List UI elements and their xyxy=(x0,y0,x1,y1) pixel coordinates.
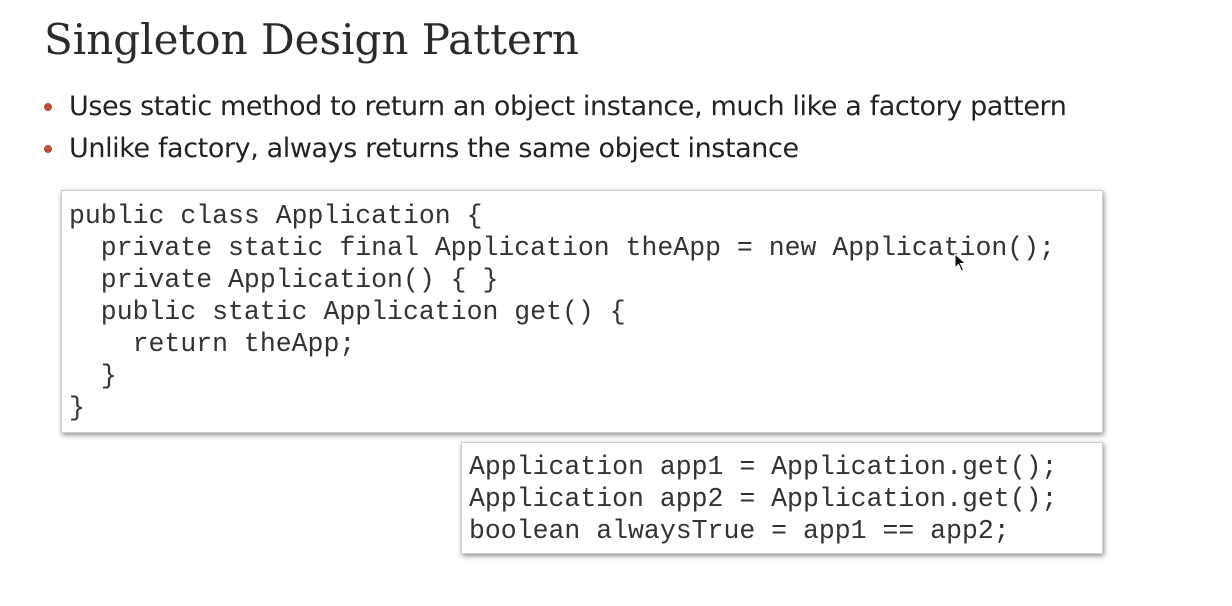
bullet-dot-icon xyxy=(44,103,52,111)
bullet-item: Unlike factory, always returns the same … xyxy=(44,128,1066,170)
code-line: public static Application get() { xyxy=(69,297,626,327)
bullet-text: Unlike factory, always returns the same … xyxy=(69,133,799,164)
mouse-pointer-icon xyxy=(954,253,967,272)
singleton-class-code-block: public class Application { private stati… xyxy=(61,190,1103,433)
slide-title: Singleton Design Pattern xyxy=(44,15,579,64)
bullet-item: Uses static method to return an object i… xyxy=(44,86,1067,128)
code-line: public class Application { xyxy=(69,201,483,231)
bullet-dot-icon xyxy=(44,145,52,153)
code-line: private static final Application theApp … xyxy=(69,233,1055,263)
code-line: } xyxy=(69,393,85,423)
bullet-text: Uses static method to return an object i… xyxy=(69,91,1067,122)
code-line: Application app1 = Application.get(); xyxy=(469,452,1058,482)
code-line: private Application() { } xyxy=(69,265,499,295)
singleton-usage-code-block: Application app1 = Application.get();App… xyxy=(461,442,1103,554)
code-line: Application app2 = Application.get(); xyxy=(469,484,1058,514)
code-line: return theApp; xyxy=(69,329,356,359)
code-line: } xyxy=(69,361,117,391)
code-line: boolean alwaysTrue = app1 == app2; xyxy=(469,516,1010,546)
bullet-list: Uses static method to return an object i… xyxy=(44,86,1067,170)
